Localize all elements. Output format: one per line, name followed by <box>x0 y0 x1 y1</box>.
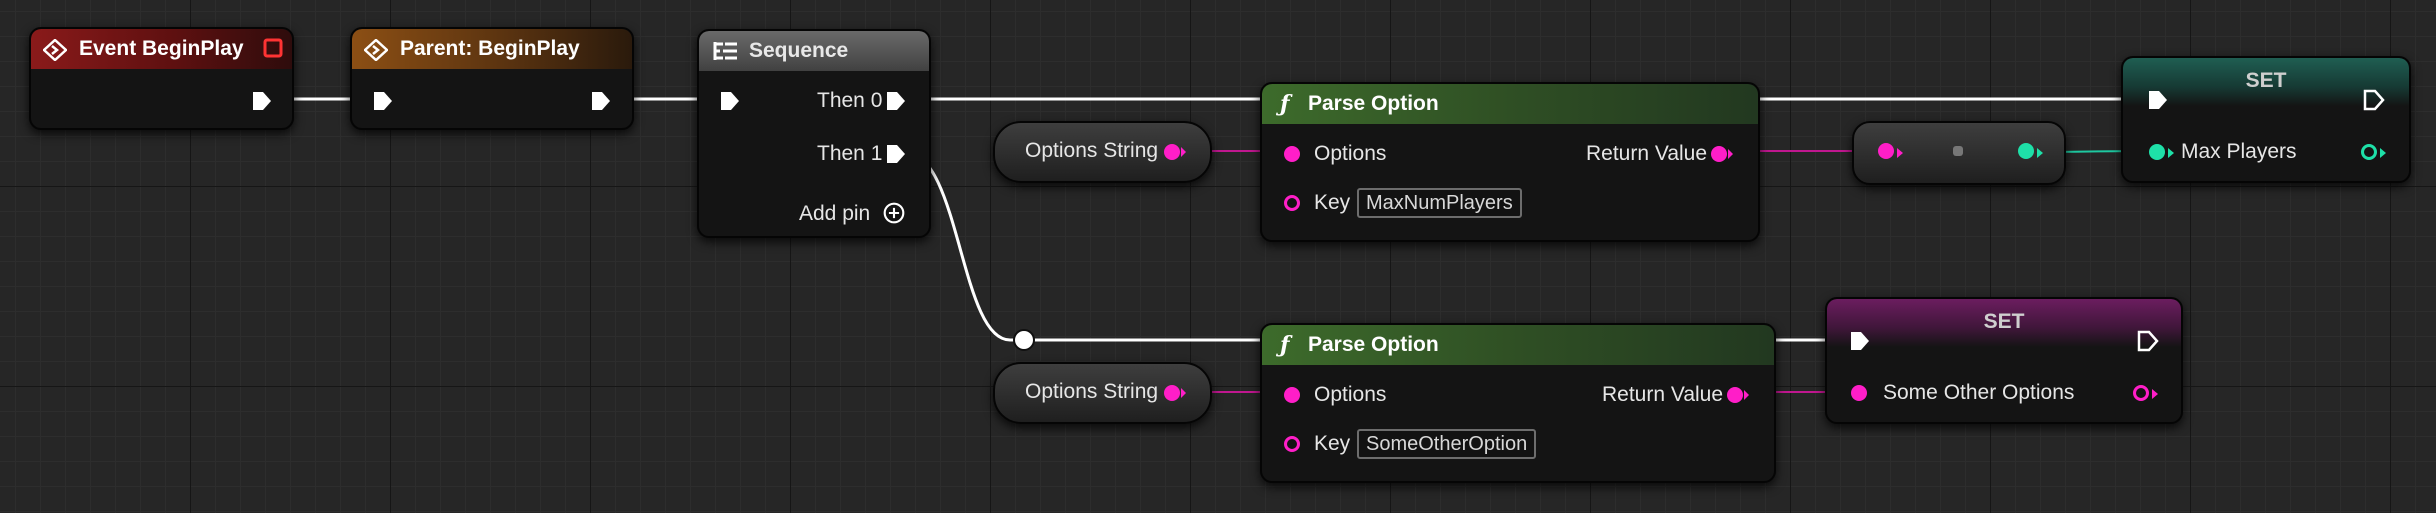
function-f-icon: ƒ <box>1280 91 1290 117</box>
exec-out-pin[interactable] <box>2363 89 2385 111</box>
event-diamond-icon <box>43 39 67 61</box>
max-players-in-arrow <box>2168 148 2174 158</box>
some-other-options-label: Some Other Options <box>1883 381 2075 404</box>
sequence-icon <box>713 42 737 60</box>
event-diamond-icon <box>364 39 388 61</box>
some-other-options-out-pin[interactable] <box>2133 385 2149 401</box>
exec-out-pin[interactable] <box>590 90 612 112</box>
exec-out-pin[interactable] <box>2137 330 2159 352</box>
options-in-pin[interactable] <box>1284 146 1300 162</box>
node-title: Parse Option <box>1308 92 1439 115</box>
var-label: Options String <box>1025 139 1159 162</box>
some-other-options-in-pin[interactable] <box>1851 385 1867 401</box>
node-title: SET <box>2245 69 2287 92</box>
exec-in-pin[interactable] <box>1849 330 1871 352</box>
options-string-var-node[interactable]: Options String <box>993 121 1212 183</box>
node-header: Event BeginPlay <box>31 29 292 69</box>
max-players-label: Max Players <box>2181 140 2297 163</box>
options-string-var-node[interactable]: Options String <box>993 362 1212 424</box>
return-value-out-pin[interactable] <box>1710 145 1734 163</box>
node-header: Sequence <box>699 31 929 71</box>
key-input[interactable]: SomeOtherOption <box>1357 429 1537 459</box>
key-label: Key <box>1314 191 1351 214</box>
parse-option-node[interactable]: ƒ Parse Option Options Return Value Key … <box>1260 82 1760 242</box>
max-players-out-pin[interactable] <box>2361 144 2377 160</box>
conversion-in-pin[interactable] <box>1878 143 1894 159</box>
some-other-options-out-arrow <box>2152 389 2158 399</box>
event-beginplay-node[interactable]: Event BeginPlay <box>29 27 294 130</box>
node-title: Sequence <box>749 39 849 62</box>
conversion-center-dot <box>1953 146 1963 156</box>
exec-in-pin[interactable] <box>2147 89 2169 111</box>
then1-exec-pin[interactable] <box>885 143 907 165</box>
node-header: SET <box>2123 58 2409 106</box>
parent-beginplay-node[interactable]: Parent: BeginPlay <box>350 27 634 130</box>
var-label: Options String <box>1025 380 1159 403</box>
add-pin-plus-icon[interactable] <box>883 202 905 224</box>
max-players-in-pin[interactable] <box>2149 144 2165 160</box>
key-label: Key <box>1314 432 1351 455</box>
delegate-square-icon[interactable] <box>263 38 283 58</box>
string-out-pin[interactable] <box>1163 384 1187 402</box>
options-label: Options <box>1314 142 1387 165</box>
node-title: Parse Option <box>1308 333 1439 356</box>
exec-in-pin <box>1260 91 1276 113</box>
parse-option-node[interactable]: ƒ Parse Option Options Return Value Key … <box>1260 323 1776 483</box>
node-title: Event BeginPlay <box>79 37 244 60</box>
exec-in-pin[interactable] <box>372 90 394 112</box>
string-out-pin[interactable] <box>1163 143 1187 161</box>
conversion-out-arrow <box>2037 148 2043 158</box>
key-input[interactable]: MaxNumPlayers <box>1357 188 1522 218</box>
node-header: Parent: BeginPlay <box>352 29 632 69</box>
options-in-pin[interactable] <box>1284 387 1300 403</box>
node-title: SET <box>1983 310 2025 333</box>
key-in-pin[interactable] <box>1284 436 1300 452</box>
node-header: SET <box>1827 299 2181 347</box>
node-header: ƒ Parse Option <box>1262 325 1774 365</box>
sequence-node[interactable]: Sequence Then 0 Then 1 Add pin <box>697 29 931 238</box>
string-to-int-conversion-node[interactable] <box>1852 121 2066 185</box>
conversion-in-arrow <box>1897 148 1903 158</box>
add-pin-label[interactable]: Add pin <box>799 202 871 225</box>
conversion-out-pin[interactable] <box>2018 143 2034 159</box>
then0-exec-pin[interactable] <box>885 90 907 112</box>
return-value-label: Return Value <box>1602 383 1724 406</box>
return-value-out-pin[interactable] <box>1726 386 1750 404</box>
max-players-out-arrow <box>2380 148 2386 158</box>
key-in-pin[interactable] <box>1284 195 1300 211</box>
set-some-other-options-node[interactable]: SET Some Other Options <box>1825 297 2183 424</box>
node-header: ƒ Parse Option <box>1262 84 1758 124</box>
reroute-node <box>1013 329 1035 351</box>
function-f-icon: ƒ <box>1280 332 1290 358</box>
options-label: Options <box>1314 383 1387 406</box>
return-value-label: Return Value <box>1586 142 1708 165</box>
exec-in-pin[interactable] <box>719 90 741 112</box>
then0-label: Then 0 <box>817 89 883 112</box>
exec-out-pin[interactable] <box>251 90 273 112</box>
node-title: Parent: BeginPlay <box>400 37 580 60</box>
set-max-players-node[interactable]: SET Max Players <box>2121 56 2411 183</box>
then1-label: Then 1 <box>817 142 883 165</box>
